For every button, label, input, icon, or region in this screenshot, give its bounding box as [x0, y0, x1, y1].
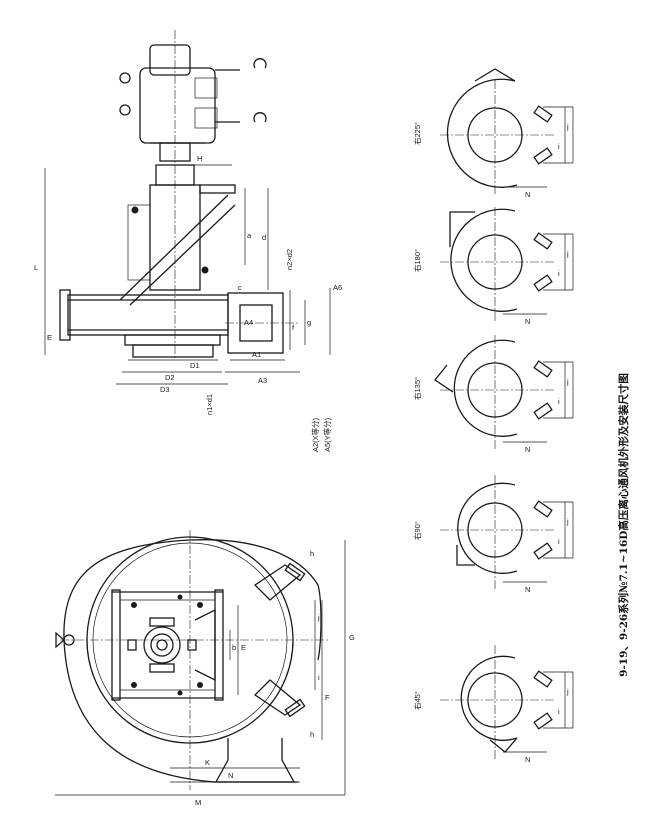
- dim-d: d: [262, 233, 266, 242]
- drawing-title: 9-19、9-26系列№7.1~16D高压离心通风机外形及安装尺寸图: [617, 373, 630, 677]
- dim-i: i: [318, 673, 320, 682]
- orientation-dim-N: N: [525, 190, 530, 199]
- orientation-view-4: 右225° i jN: [412, 68, 574, 199]
- dim-c: c: [238, 283, 242, 292]
- dim-g: g: [307, 318, 311, 327]
- dim-n2d2: n2×d2: [285, 249, 294, 270]
- orientation-dim-i: i: [558, 707, 560, 716]
- dim-A1: A1: [252, 350, 261, 359]
- orientation-view-0: 右45° i jN: [412, 645, 574, 764]
- dim-A5: A5(Y等分): [322, 417, 332, 452]
- orientation-dim-i: i: [558, 537, 560, 546]
- orientation-label: 右135°: [412, 377, 422, 400]
- orientation-dim-j: j: [566, 517, 569, 526]
- orientation-view-3: 右180° i jN: [412, 207, 574, 326]
- dim-f: f: [292, 323, 295, 332]
- orientation-dim-j: j: [566, 122, 569, 131]
- orientation-dim-j: j: [566, 687, 569, 696]
- dim-A6: A6: [333, 283, 342, 292]
- dim-h-top: h: [310, 549, 314, 558]
- dim-D3: D3: [160, 385, 170, 394]
- dim-A2: A2(X等分): [310, 417, 320, 452]
- dim-h-bottom: h: [310, 730, 314, 739]
- orientation-dim-i: i: [558, 269, 560, 278]
- orientation-dim-N: N: [525, 755, 530, 764]
- orientation-dim-N: N: [525, 445, 530, 454]
- dim-a: a: [247, 231, 252, 240]
- front-view: M N K G F j i E b h h: [55, 530, 355, 807]
- dim-side-E: E: [47, 333, 52, 342]
- dim-D1: D1: [190, 361, 200, 370]
- dim-D2: D2: [165, 373, 175, 382]
- dim-j: j: [317, 613, 320, 622]
- dim-E: E: [241, 643, 246, 652]
- dim-N: N: [228, 771, 233, 780]
- dim-K: K: [205, 758, 210, 767]
- dim-b: b: [232, 643, 236, 652]
- dim-F: F: [325, 693, 330, 702]
- orientation-view-1: 右90° i jN: [412, 475, 574, 594]
- dim-M: M: [195, 798, 201, 807]
- dim-A4: A4: [244, 318, 253, 327]
- orientation-dim-j: j: [566, 249, 569, 258]
- dim-A3: A3: [258, 376, 267, 385]
- dim-n1d1: n1×d1: [205, 394, 214, 415]
- side-view: L H E a d c n2×d2 A6 g f A4 A1 A3 D1 D2 …: [34, 30, 342, 452]
- orientation-dim-i: i: [558, 142, 560, 151]
- orientation-label: 右225°: [412, 122, 422, 145]
- dim-G: G: [349, 633, 355, 642]
- dim-H: H: [197, 154, 202, 163]
- orientation-label: 右180°: [412, 249, 422, 272]
- orientation-dim-j: j: [566, 377, 569, 386]
- orientation-dim-N: N: [525, 585, 530, 594]
- dim-L: L: [34, 263, 38, 272]
- orientation-dim-i: i: [558, 397, 560, 406]
- orientation-view-2: 右135° i jN: [412, 335, 574, 454]
- orientation-dim-N: N: [525, 317, 530, 326]
- orientation-label: 右45°: [412, 691, 422, 710]
- orientation-label: 右90°: [412, 521, 422, 540]
